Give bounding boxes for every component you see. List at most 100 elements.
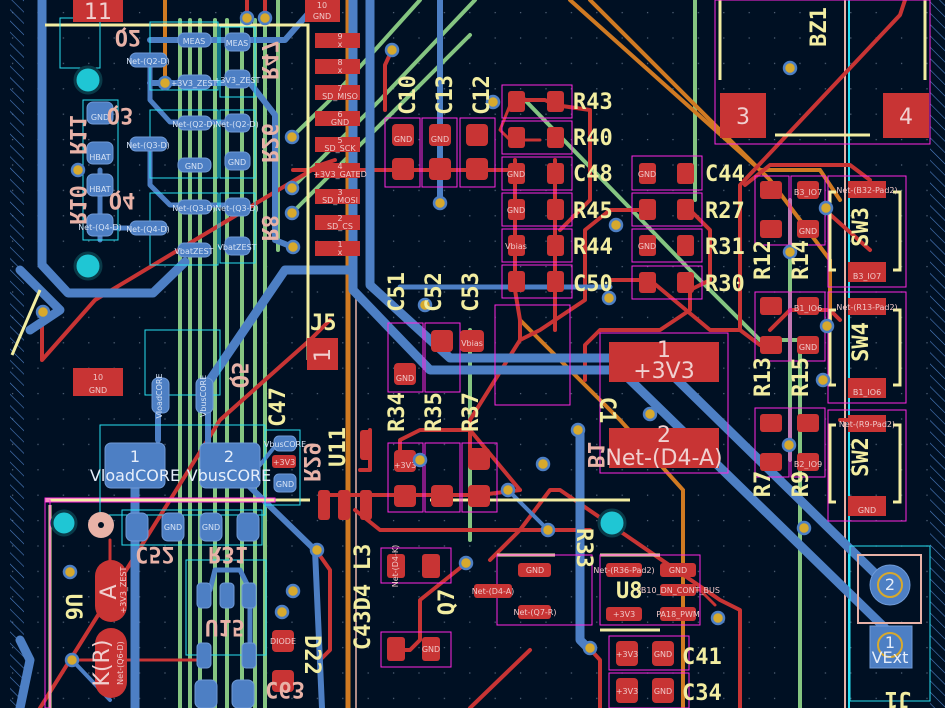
ref-sw4: SW4: [849, 322, 874, 362]
pad-label: +3V3: [616, 650, 638, 659]
ref-r35: R35: [422, 392, 447, 432]
front-smd-pads: GND GND GND GND Vbias GND GND B3_IO7 GND…: [270, 91, 898, 703]
pad-label: 4: [899, 105, 913, 130]
pad-label: VloadCORE: [90, 466, 180, 485]
pad: [315, 215, 360, 230]
c1-pad-1: 1+3V3: [609, 338, 719, 384]
pad: [394, 450, 416, 472]
hole: [50, 509, 78, 537]
pad: [508, 235, 525, 256]
pad-label: GND: [638, 170, 656, 179]
ref-c52-back: C52: [135, 541, 175, 566]
pad-label: GND: [858, 506, 876, 515]
via: [819, 318, 835, 334]
pad-label: VloadCORE: [155, 373, 164, 418]
outline: [754, 175, 790, 246]
pad: [125, 512, 149, 542]
pad: [315, 241, 360, 256]
ref-c1: C1: [594, 397, 619, 424]
pad: [883, 93, 929, 138]
pad-label: x: [338, 40, 343, 49]
outline: [608, 635, 690, 671]
pad-label: Net-(R9-Pad2): [839, 420, 895, 429]
j5-pin-2: 2SD_CS: [315, 214, 360, 231]
pad: [422, 637, 440, 661]
pad: [315, 33, 360, 48]
ref-r15: R15: [789, 357, 814, 397]
j5-pad-1: 1: [307, 338, 338, 370]
pad: [797, 181, 819, 199]
ref-r31-back: R31: [208, 541, 248, 566]
pad: [394, 363, 416, 385]
pad-label: +3V3: [633, 359, 694, 384]
pad: [677, 199, 694, 220]
ref-sw3: SW3: [849, 207, 874, 247]
via: [796, 520, 812, 536]
pad: [474, 584, 512, 598]
pad: [194, 679, 218, 708]
ref-u11: U11: [326, 427, 351, 467]
ref-q5: Q5: [226, 362, 251, 389]
j1-back-outline: [857, 554, 922, 624]
pad-label: GND: [396, 374, 414, 383]
pad: [129, 136, 168, 152]
via: [274, 604, 290, 620]
pad: [392, 124, 414, 146]
via: [540, 522, 556, 538]
pad: [315, 163, 360, 178]
pad-label: PB10_DN_CONT_BUS: [636, 586, 720, 595]
hole: [877, 572, 903, 598]
pad-label: GND: [394, 135, 412, 144]
pad: [199, 512, 223, 542]
pad: [616, 678, 638, 703]
ref-c10: C10: [396, 75, 421, 115]
pad: [547, 163, 564, 184]
ref-d22: D22: [299, 635, 324, 675]
pad: [196, 642, 212, 669]
pad: [797, 297, 819, 315]
vias: [35, 10, 835, 668]
pad-label: VbusCORE: [199, 375, 208, 417]
pad-label: +3V3: [273, 458, 295, 467]
pad-label: Net-(Q2-D): [172, 120, 216, 129]
pad-label: 10: [93, 373, 103, 382]
pad-label: Vbias: [505, 242, 527, 251]
outline: [501, 84, 573, 119]
via: [570, 422, 586, 438]
ref-c52: C52: [422, 272, 447, 312]
pad: [848, 496, 886, 516]
pad: [86, 141, 114, 165]
via: [782, 60, 798, 76]
pad-label: +3V3_ZEST: [119, 566, 128, 613]
pad: [392, 158, 414, 180]
pad: [104, 442, 166, 489]
pad-label: GND: [185, 162, 203, 171]
pad: [431, 330, 453, 352]
pad: [161, 512, 185, 542]
pad: [660, 607, 696, 621]
ref-u6: U6: [60, 594, 85, 621]
pad-label: Net-(Q4-D): [78, 223, 122, 232]
pad-label: Vbias: [461, 339, 483, 348]
pad: [677, 163, 694, 184]
pad: [129, 52, 168, 68]
via: [710, 610, 726, 626]
pad-label: 10: [317, 1, 327, 10]
outline: [501, 228, 573, 263]
pad: [151, 377, 170, 414]
pad: [639, 199, 656, 220]
ref-r44: R44: [573, 235, 613, 260]
pad: [508, 127, 525, 148]
via: [285, 583, 301, 599]
via: [384, 42, 400, 58]
hole: [98, 522, 104, 528]
pad-label: Net-(Q7-R): [513, 608, 556, 617]
pad-label: +3V3_ZEST: [171, 79, 218, 88]
pad-label: Net-(Q3-D): [126, 141, 170, 150]
pad-label: Net-(Q3-D): [172, 204, 216, 213]
via: [62, 564, 78, 580]
pad: [508, 271, 525, 292]
ref-j1: J1: [885, 686, 912, 708]
via: [485, 94, 501, 110]
